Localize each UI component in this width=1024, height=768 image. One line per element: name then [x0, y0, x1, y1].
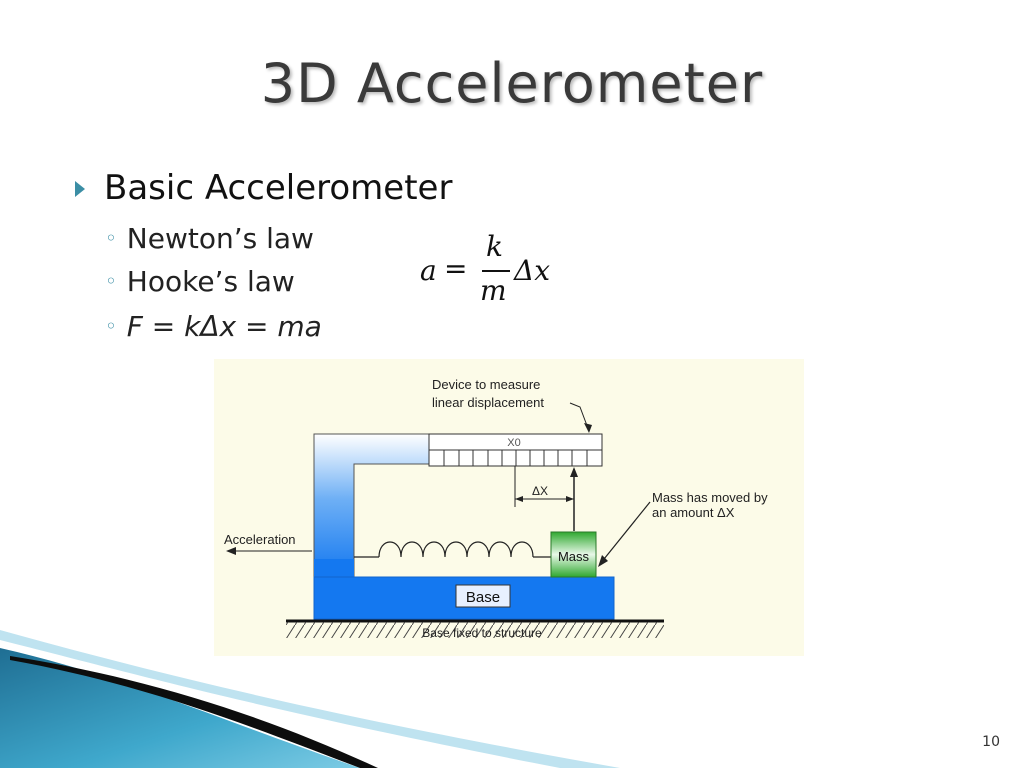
- sub-bullet-newton: ◦ Newton’s law: [105, 222, 314, 255]
- circle-bullet-icon: ◦: [105, 269, 117, 293]
- sub-bullet-equation: ◦ F = kΔx = ma: [105, 310, 322, 343]
- mass-block: [550, 531, 597, 578]
- circle-bullet-icon: ◦: [105, 314, 117, 338]
- acceleration-arrow-head: [226, 547, 236, 555]
- slide-title: 3D Accelerometer: [260, 52, 764, 115]
- bullet-main-text: Basic Accelerometer: [104, 168, 453, 208]
- delta-arrow-left: [515, 496, 523, 502]
- formula-lhs: a: [420, 254, 437, 287]
- base-label-box: [455, 584, 511, 608]
- device-leader-line: [569, 402, 590, 432]
- triangle-bullet-icon: [75, 181, 85, 197]
- moved-leader-line: [599, 501, 651, 565]
- device-label-line1: Device to measure: [432, 377, 540, 392]
- delta-arrow-right: [566, 496, 574, 502]
- formula-rhs: Δx: [514, 254, 551, 287]
- formula-denominator: m: [480, 274, 507, 307]
- mass-label: Mass: [558, 549, 590, 564]
- mass-pointer-arrow: [570, 467, 578, 477]
- spring: [378, 541, 534, 558]
- sub-bullet-text: F = kΔx = ma: [126, 310, 322, 343]
- formula-numerator: k: [486, 230, 503, 263]
- x0-label: X0: [507, 437, 520, 449]
- acceleration-label: Acceleration: [224, 532, 296, 547]
- scale-ticks: [443, 450, 588, 466]
- sub-bullet-text: Hooke’s law: [126, 265, 295, 298]
- fraction-bar: [482, 270, 510, 272]
- page-number: 10: [982, 734, 1000, 750]
- moved-leader-arrow: [598, 555, 608, 567]
- formula: a = k m Δx: [420, 228, 570, 318]
- formula-equals: =: [444, 252, 468, 285]
- moved-label-line2: an amount ΔX: [652, 505, 735, 520]
- decorative-swoosh: [0, 630, 620, 768]
- moved-label-line1: Mass has moved by: [652, 490, 768, 505]
- fixed-label: Base fixed to structure: [422, 626, 542, 640]
- base-label: Base: [466, 589, 500, 606]
- delta-label: ΔX: [532, 484, 548, 498]
- circle-bullet-icon: ◦: [105, 226, 117, 250]
- ground-hatch: [286, 622, 664, 638]
- sub-bullet-text: Newton’s law: [126, 222, 314, 255]
- device-leader-arrow: [584, 423, 592, 433]
- bullet-main: Basic Accelerometer: [74, 168, 452, 208]
- accelerometer-diagram: Base Base fixed to structure X0 Device t…: [214, 359, 804, 656]
- sub-bullet-hooke: ◦ Hooke’s law: [105, 265, 295, 298]
- device-label-line2: linear displacement: [432, 395, 544, 410]
